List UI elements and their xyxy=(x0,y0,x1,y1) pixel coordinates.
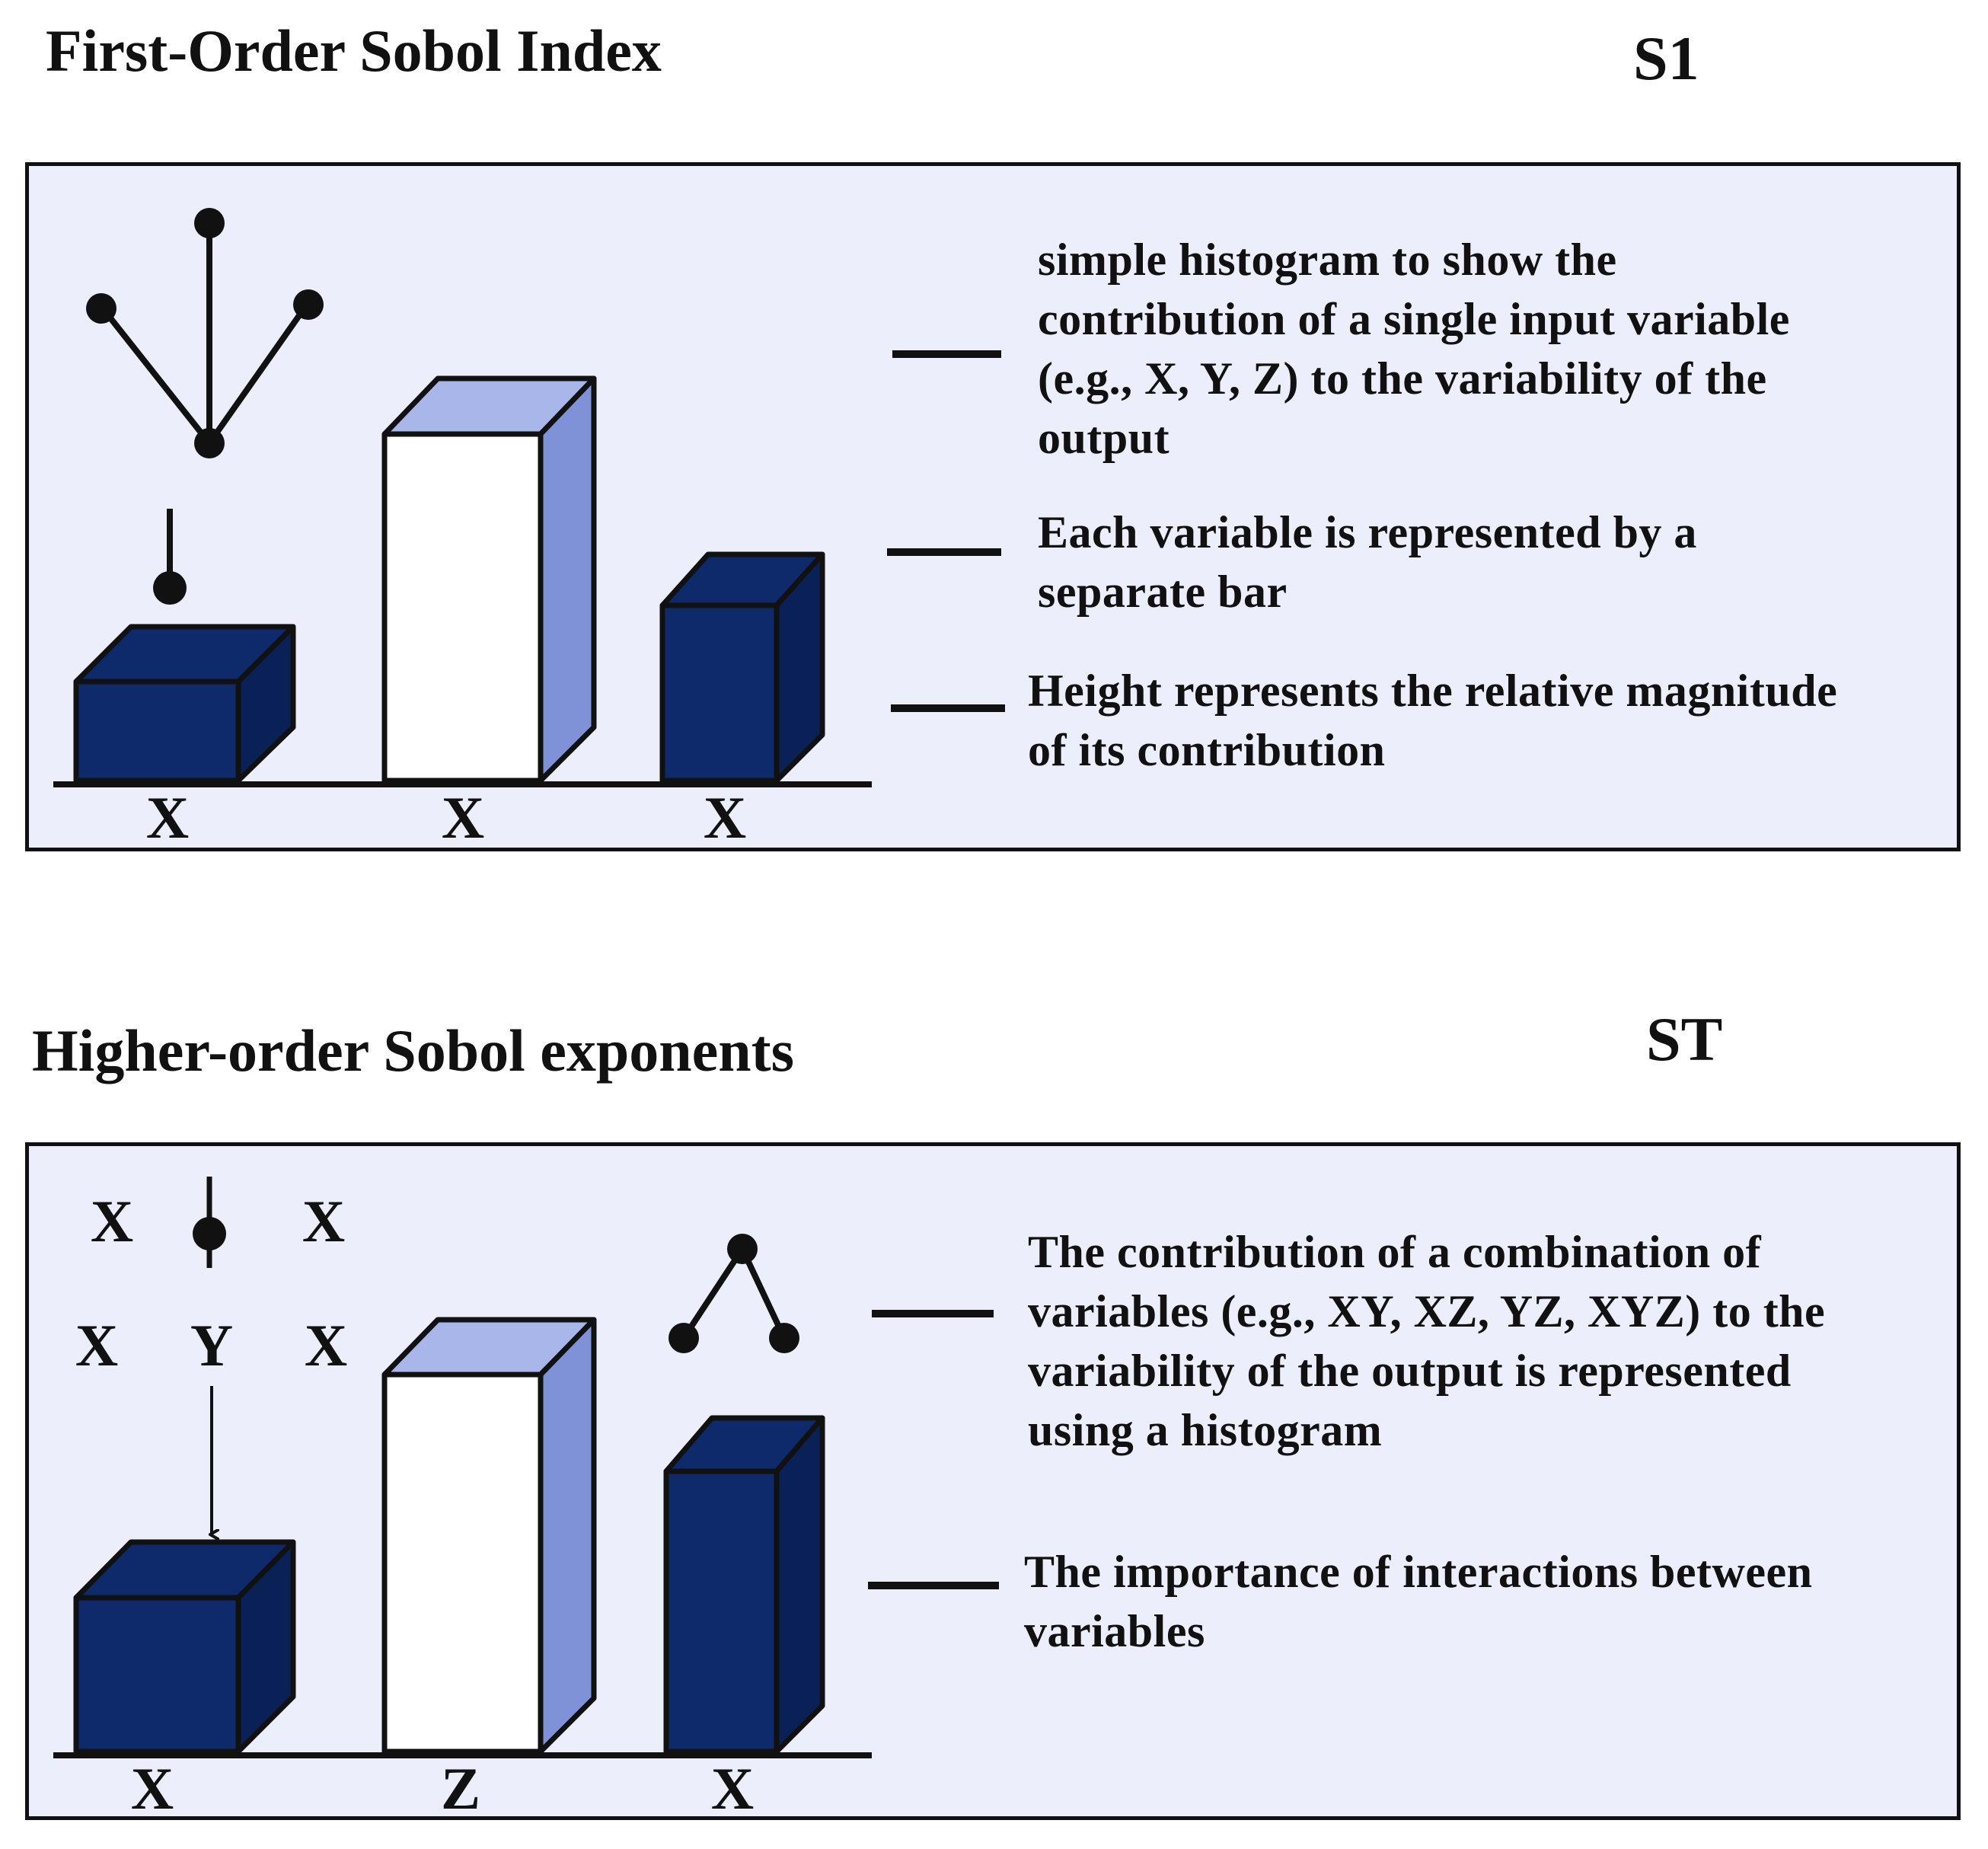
st-grid-letter-4: Y xyxy=(190,1312,233,1378)
st-grid-letter-5: X xyxy=(305,1312,347,1378)
st-bar-2 xyxy=(381,1317,597,1755)
st-desc-1: The contribution of a combination of var… xyxy=(1028,1227,1826,1455)
st-bar-1 xyxy=(73,1539,296,1755)
st-bar-label-2: Z xyxy=(441,1755,480,1822)
s1-title: First-Order Sobol Index xyxy=(46,18,662,84)
st-bar-label-1: X xyxy=(131,1755,174,1822)
st-pin-icon xyxy=(193,1177,226,1268)
st-grid-letter-1: X xyxy=(91,1188,133,1254)
st-panel xyxy=(25,1142,1961,1820)
s1-desc-2: Each variable is represented by a separa… xyxy=(1038,507,1697,617)
st-title: Higher-order Sobol exponents xyxy=(32,1017,795,1084)
s1-panel xyxy=(25,162,1961,851)
s1-bar-label-1: X xyxy=(146,784,189,851)
s1-desc-3: Height represents the relative magnitude… xyxy=(1028,666,1838,775)
st-desc-2: The importance of interactions between v… xyxy=(1024,1547,1813,1656)
st-bar-3 xyxy=(663,1415,825,1755)
st-tag: ST xyxy=(1646,1004,1723,1074)
s1-tag: S1 xyxy=(1633,24,1699,93)
s1-tree-icon xyxy=(86,208,324,458)
s1-bar-3 xyxy=(659,551,825,784)
s1-bar-1 xyxy=(73,624,296,784)
s1-bar-label-2: X xyxy=(442,784,484,851)
st-caret-icon xyxy=(669,1234,799,1353)
s1-pin-icon xyxy=(153,509,187,605)
st-grid-letter-3: X xyxy=(75,1312,118,1378)
st-grid-letter-2: X xyxy=(302,1188,345,1254)
s1-bar-2 xyxy=(381,375,597,784)
s1-desc-1: simple histogram to show the contributio… xyxy=(1038,235,1790,463)
s1-bar-label-3: X xyxy=(704,784,746,851)
st-bar-label-3: X xyxy=(711,1755,754,1822)
